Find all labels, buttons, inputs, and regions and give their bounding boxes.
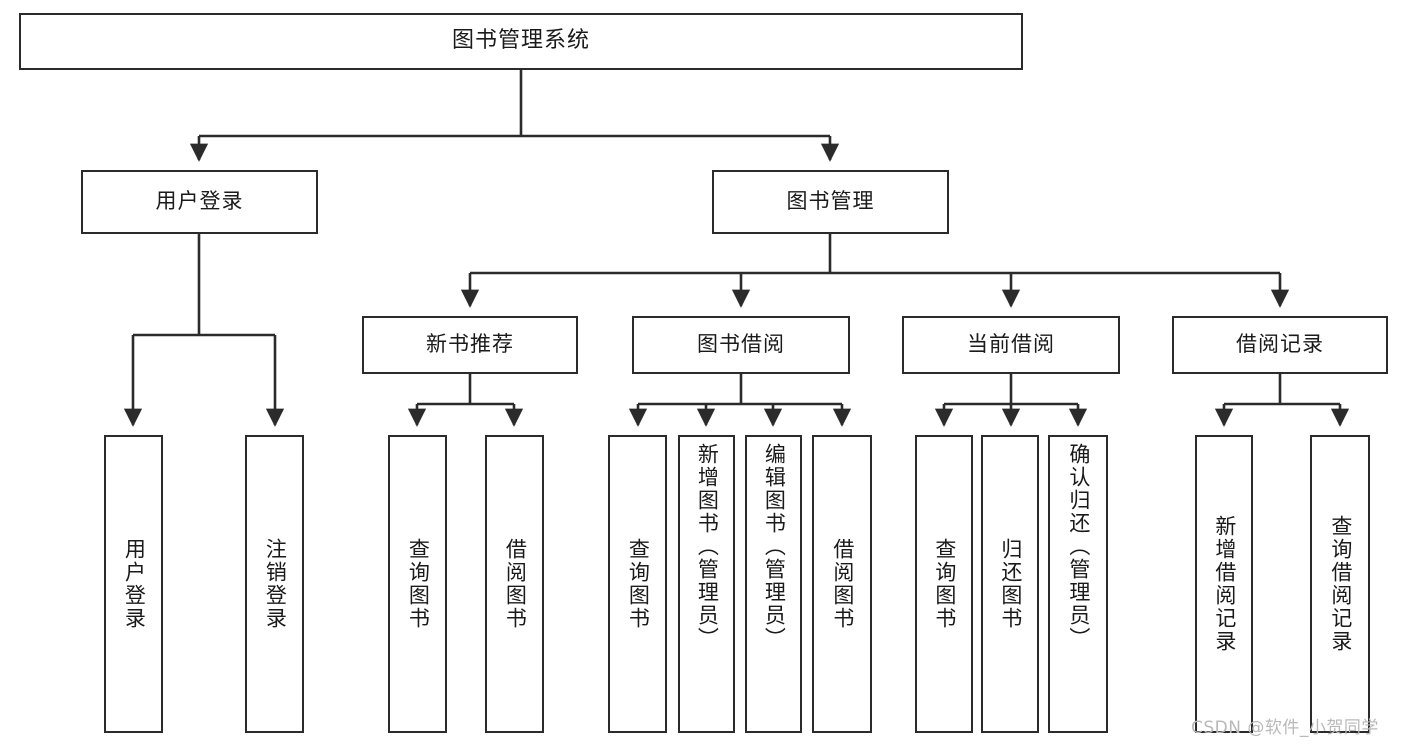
leaf-user-login-logout-label: 注销登录	[263, 538, 288, 630]
leaf-recommend-borrow-book-label: 借阅图书	[503, 538, 528, 630]
node-user-login-label: 用户登录	[155, 189, 244, 214]
leaf-recommend-query-book[interactable]: 查询图书	[388, 435, 447, 733]
leaf-current-return-book[interactable]: 归还图书	[981, 435, 1039, 733]
leaf-record-add-borrow-record[interactable]: 新增借阅记录	[1195, 435, 1253, 733]
leaf-current-query-book-label: 查询图书	[932, 538, 957, 630]
node-book-borrow[interactable]: 图书借阅	[632, 316, 850, 374]
leaf-record-add-borrow-record-label: 新增借阅记录	[1212, 515, 1237, 653]
leaf-borrow-add-book-admin-label: 新增图书（管理员）	[695, 443, 720, 650]
node-new-book-recommend[interactable]: 新书推荐	[362, 316, 578, 374]
leaf-user-login-login-label: 用户登录	[122, 538, 147, 630]
leaf-record-query-borrow-record-label: 查询借阅记录	[1328, 515, 1353, 653]
leaf-borrow-lend-book[interactable]: 借阅图书	[812, 435, 872, 733]
node-borrow-record-label: 借阅记录	[1236, 332, 1324, 357]
node-current-borrow-label: 当前借阅	[967, 332, 1055, 357]
node-root-library-management-system[interactable]: 图书管理系统	[19, 13, 1023, 70]
node-new-book-recommend-label: 新书推荐	[426, 332, 514, 357]
node-current-borrow[interactable]: 当前借阅	[902, 316, 1120, 374]
leaf-borrow-add-book-admin[interactable]: 新增图书（管理员）	[678, 435, 735, 733]
leaf-borrow-edit-book-admin-label: 编辑图书（管理员）	[762, 443, 787, 650]
node-user-login[interactable]: 用户登录	[81, 170, 318, 234]
node-borrow-record[interactable]: 借阅记录	[1172, 316, 1388, 374]
node-book-borrow-label: 图书借阅	[697, 332, 785, 357]
leaf-current-return-book-label: 归还图书	[998, 538, 1023, 630]
node-book-management[interactable]: 图书管理	[712, 170, 949, 234]
leaf-borrow-query-book-label: 查询图书	[626, 538, 651, 630]
leaf-recommend-query-book-label: 查询图书	[406, 538, 431, 630]
leaf-borrow-edit-book-admin[interactable]: 编辑图书（管理员）	[745, 435, 802, 733]
node-root-label: 图书管理系统	[451, 28, 590, 54]
leaf-current-query-book[interactable]: 查询图书	[915, 435, 973, 733]
leaf-current-confirm-return-admin-label: 确认归还（管理员）	[1066, 443, 1091, 650]
node-book-management-label: 图书管理	[786, 189, 875, 214]
leaf-record-query-borrow-record[interactable]: 查询借阅记录	[1310, 435, 1370, 733]
leaf-borrow-lend-book-label: 借阅图书	[830, 538, 855, 630]
leaf-borrow-query-book[interactable]: 查询图书	[608, 435, 667, 733]
leaf-user-login-login[interactable]: 用户登录	[104, 435, 163, 733]
leaf-current-confirm-return-admin[interactable]: 确认归还（管理员）	[1048, 435, 1108, 733]
leaf-user-login-logout[interactable]: 注销登录	[245, 435, 304, 733]
leaf-recommend-borrow-book[interactable]: 借阅图书	[485, 435, 544, 733]
